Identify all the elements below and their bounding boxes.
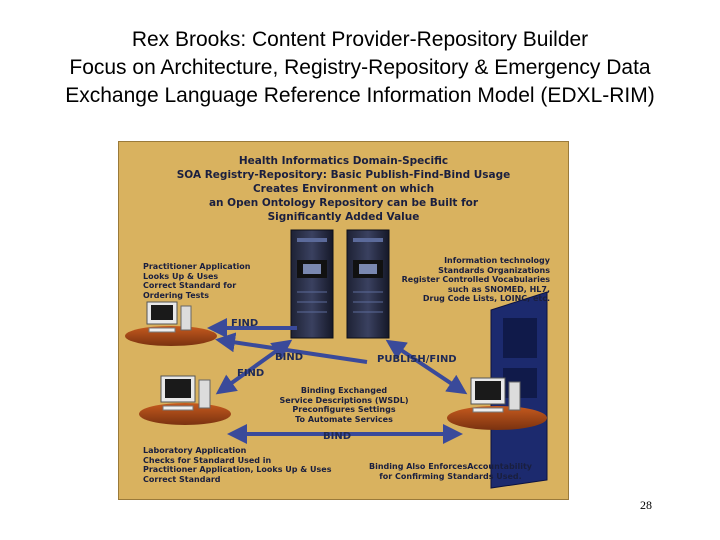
diagram-header: Health Informatics Domain-Specific SOA R… xyxy=(119,154,568,224)
binding-note: Binding Exchanged Service Descriptions (… xyxy=(269,386,419,424)
page-number: 28 xyxy=(640,498,652,512)
note-line: Looks Up & Uses xyxy=(143,271,219,281)
note-line: Drug Code Lists, LOINC, etc. xyxy=(422,294,550,303)
note-line: To Automate Services xyxy=(295,414,393,424)
note-line: Service Descriptions (WSDL) xyxy=(279,395,409,405)
title-line: Focus on Architecture, Registry-Reposito… xyxy=(69,56,651,79)
note-line: Correct Standard for xyxy=(143,281,237,290)
note-line: Information technology xyxy=(444,256,550,265)
note-line: Preconfigures Settings xyxy=(292,405,396,414)
arrow-publish-find xyxy=(385,339,468,395)
standards-workstation-icon xyxy=(447,377,547,430)
header-line: Creates Environment on which xyxy=(252,183,435,195)
diagram-graphics xyxy=(125,229,548,489)
label-bind-bottom: BIND xyxy=(323,431,352,442)
server-rack-left-icon xyxy=(290,229,334,339)
header-line: Significantly Added Value xyxy=(267,211,420,223)
laboratory-workstation-icon xyxy=(139,375,231,425)
note-line: Register Controlled Vocabularies xyxy=(401,275,550,284)
note-line: Practitioner Application, Looks Up & Use… xyxy=(143,465,332,474)
practitioner-note: Practitioner Application Looks Up & Uses… xyxy=(143,262,250,300)
title-line: Exchange Language Reference Information … xyxy=(65,84,655,107)
accountability-note: Binding Also EnforcesAccountability for … xyxy=(363,462,538,481)
title-line: Rex Brooks: Content Provider-Repository … xyxy=(131,28,589,51)
note-line: Checks for Standard Used in xyxy=(143,455,272,465)
header-line: SOA Registry-Repository: Basic Publish-F… xyxy=(176,169,511,181)
note-line: Binding Also EnforcesAccountability xyxy=(369,462,532,471)
header-line: an Open Ontology Repository can be Built… xyxy=(208,197,479,209)
note-line: Laboratory Application xyxy=(143,446,247,455)
standards-note: Information technology Standards Organiz… xyxy=(397,256,550,304)
note-line: for Confirming Standards Used. xyxy=(379,471,522,481)
slide-title: Rex Brooks: Content Provider-Repository … xyxy=(0,26,720,110)
note-line: Practitioner Application xyxy=(143,262,251,271)
laboratory-note: Laboratory Application Checks for Standa… xyxy=(143,446,331,484)
label-find-left: FIND xyxy=(237,368,265,379)
practitioner-workstation-icon xyxy=(125,301,217,346)
arrow-bind-left xyxy=(215,339,293,395)
diagram-panel: Health Informatics Domain-Specific SOA R… xyxy=(118,141,569,500)
label-find-top: FIND xyxy=(231,318,259,329)
header-line: Health Informatics Domain-Specific xyxy=(238,155,449,167)
note-line: such as SNOMED, HL7, xyxy=(447,284,550,294)
label-publish-find: PUBLISH/FIND xyxy=(377,354,457,365)
label-bind-center: BIND xyxy=(275,352,304,363)
server-rack-right-icon xyxy=(346,229,390,339)
note-line: Standards Organizations xyxy=(438,265,550,275)
note-line: Binding Exchanged xyxy=(300,386,388,395)
note-line: Correct Standard xyxy=(143,474,221,484)
note-line: Ordering Tests xyxy=(143,290,209,300)
